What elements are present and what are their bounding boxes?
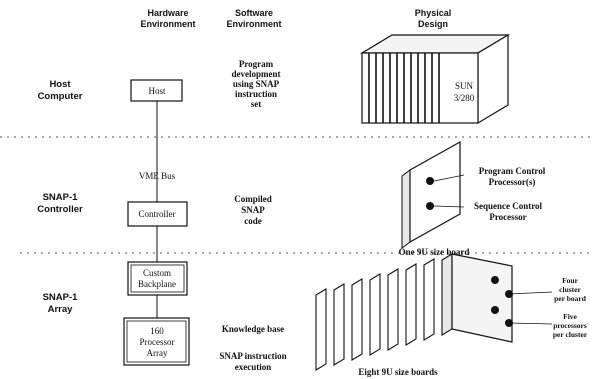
- software-controller-line2: SNAP: [241, 205, 265, 215]
- processor-array-line1: 160: [150, 326, 164, 336]
- row-array-line2: Array: [48, 304, 74, 315]
- array-board-1: [315, 288, 327, 371]
- cluster-label-line4: Five: [563, 312, 577, 321]
- header-hardware-line1: Hardware: [147, 8, 188, 18]
- cluster-label-line1: Four: [562, 276, 579, 285]
- sequence-control-chip: [426, 202, 434, 210]
- controller-board: Program Control Processor(s) Sequence Co…: [399, 140, 546, 257]
- sun-workstation-cube: SUN 3/280: [359, 33, 511, 125]
- column-headers: Hardware Environment Software Environmen…: [140, 8, 451, 29]
- array-board-5: [387, 268, 399, 351]
- software-column: Program development using SNAP instructi…: [219, 59, 286, 372]
- controller-board-edge: [401, 169, 411, 249]
- cube-front-face: [361, 52, 479, 124]
- vme-bus-label: VME Bus: [139, 171, 176, 181]
- backplane-box-inner: [130, 264, 185, 293]
- program-control-label-line1: Program Control: [479, 166, 546, 176]
- array-boards-caption: Eight 9U size boards: [358, 367, 438, 377]
- software-host-line5: set: [251, 99, 262, 109]
- controller-box-label: Controller: [139, 209, 176, 219]
- processor-array-box: [123, 317, 190, 366]
- hardware-column: Host VME Bus Controller Custom Backplane…: [123, 79, 190, 366]
- controller-box: [127, 201, 188, 227]
- array-board-4: [369, 273, 381, 356]
- software-array-line1: Knowledge base: [222, 324, 284, 334]
- cluster-label-line6: per cluster: [553, 330, 588, 339]
- cluster-label-line3: per board: [554, 294, 587, 303]
- array-board-3: [351, 278, 363, 361]
- backplane-box: [127, 261, 188, 296]
- header-hardware-line2: Environment: [140, 19, 195, 29]
- cluster-chip-1: [491, 276, 499, 284]
- row-array-line1: SNAP-1: [43, 292, 79, 303]
- sequence-control-leader: [433, 205, 465, 208]
- program-control-leader: [433, 174, 465, 182]
- cluster-leader-1: [508, 291, 553, 295]
- header-software-line1: Software: [235, 8, 273, 18]
- row-controller-line2: Controller: [37, 204, 83, 215]
- header-physical-line2: Design: [418, 19, 448, 29]
- cluster-label-line2: cluster: [559, 285, 581, 294]
- software-host-line4: instruction: [235, 89, 277, 99]
- software-array-line3: execution: [235, 362, 272, 372]
- processor-array-box-inner: [126, 320, 187, 363]
- cluster-chip-3: [491, 306, 499, 314]
- controller-board-face: [409, 140, 461, 244]
- header-software-line2: Environment: [226, 19, 281, 29]
- software-array-line2: SNAP instruction: [219, 351, 286, 361]
- array-board-8-edge: [441, 253, 453, 336]
- processor-array-line3: Array: [147, 348, 168, 358]
- sun-label-line1: SUN: [455, 81, 474, 91]
- host-box-label: Host: [148, 86, 166, 96]
- backplane-label-line2: Backplane: [138, 279, 176, 289]
- cluster-label-line5: processors: [553, 321, 587, 330]
- software-controller-line3: code: [244, 216, 262, 226]
- array-boards: Eight 9U size boards Four cluster per bo…: [315, 253, 588, 377]
- program-control-chip: [426, 177, 434, 185]
- processor-array-line2: Processor: [140, 337, 175, 347]
- row-controller-line1: SNAP-1: [43, 192, 79, 203]
- array-board-6: [405, 263, 417, 346]
- software-host-line3: using SNAP: [233, 79, 280, 89]
- cube-front-slats: [368, 53, 440, 123]
- backplane-label-line1: Custom: [143, 268, 171, 278]
- row-host-line1: Host: [49, 79, 71, 90]
- header-physical-line1: Physical: [415, 8, 452, 18]
- row-labels: Host Computer SNAP-1 Controller SNAP-1 A…: [37, 79, 83, 315]
- row-host-line2: Computer: [38, 91, 83, 102]
- program-control-label-line2: Processor(s): [489, 177, 536, 187]
- host-box: [130, 79, 183, 102]
- array-board-8-face: [451, 253, 513, 343]
- software-host-line2: development: [232, 69, 281, 79]
- array-board-2: [333, 283, 345, 366]
- array-board-7: [423, 258, 435, 341]
- software-controller-line1: Compiled: [234, 194, 272, 204]
- sequence-control-label-line2: Processor: [489, 212, 526, 222]
- software-host-line1: Program: [239, 59, 274, 69]
- controller-board-caption: One 9U size board: [399, 247, 470, 257]
- sun-label-line2: 3/280: [454, 93, 475, 103]
- sequence-control-label-line1: Sequence Control: [474, 201, 543, 211]
- cluster-leader-2: [508, 322, 553, 325]
